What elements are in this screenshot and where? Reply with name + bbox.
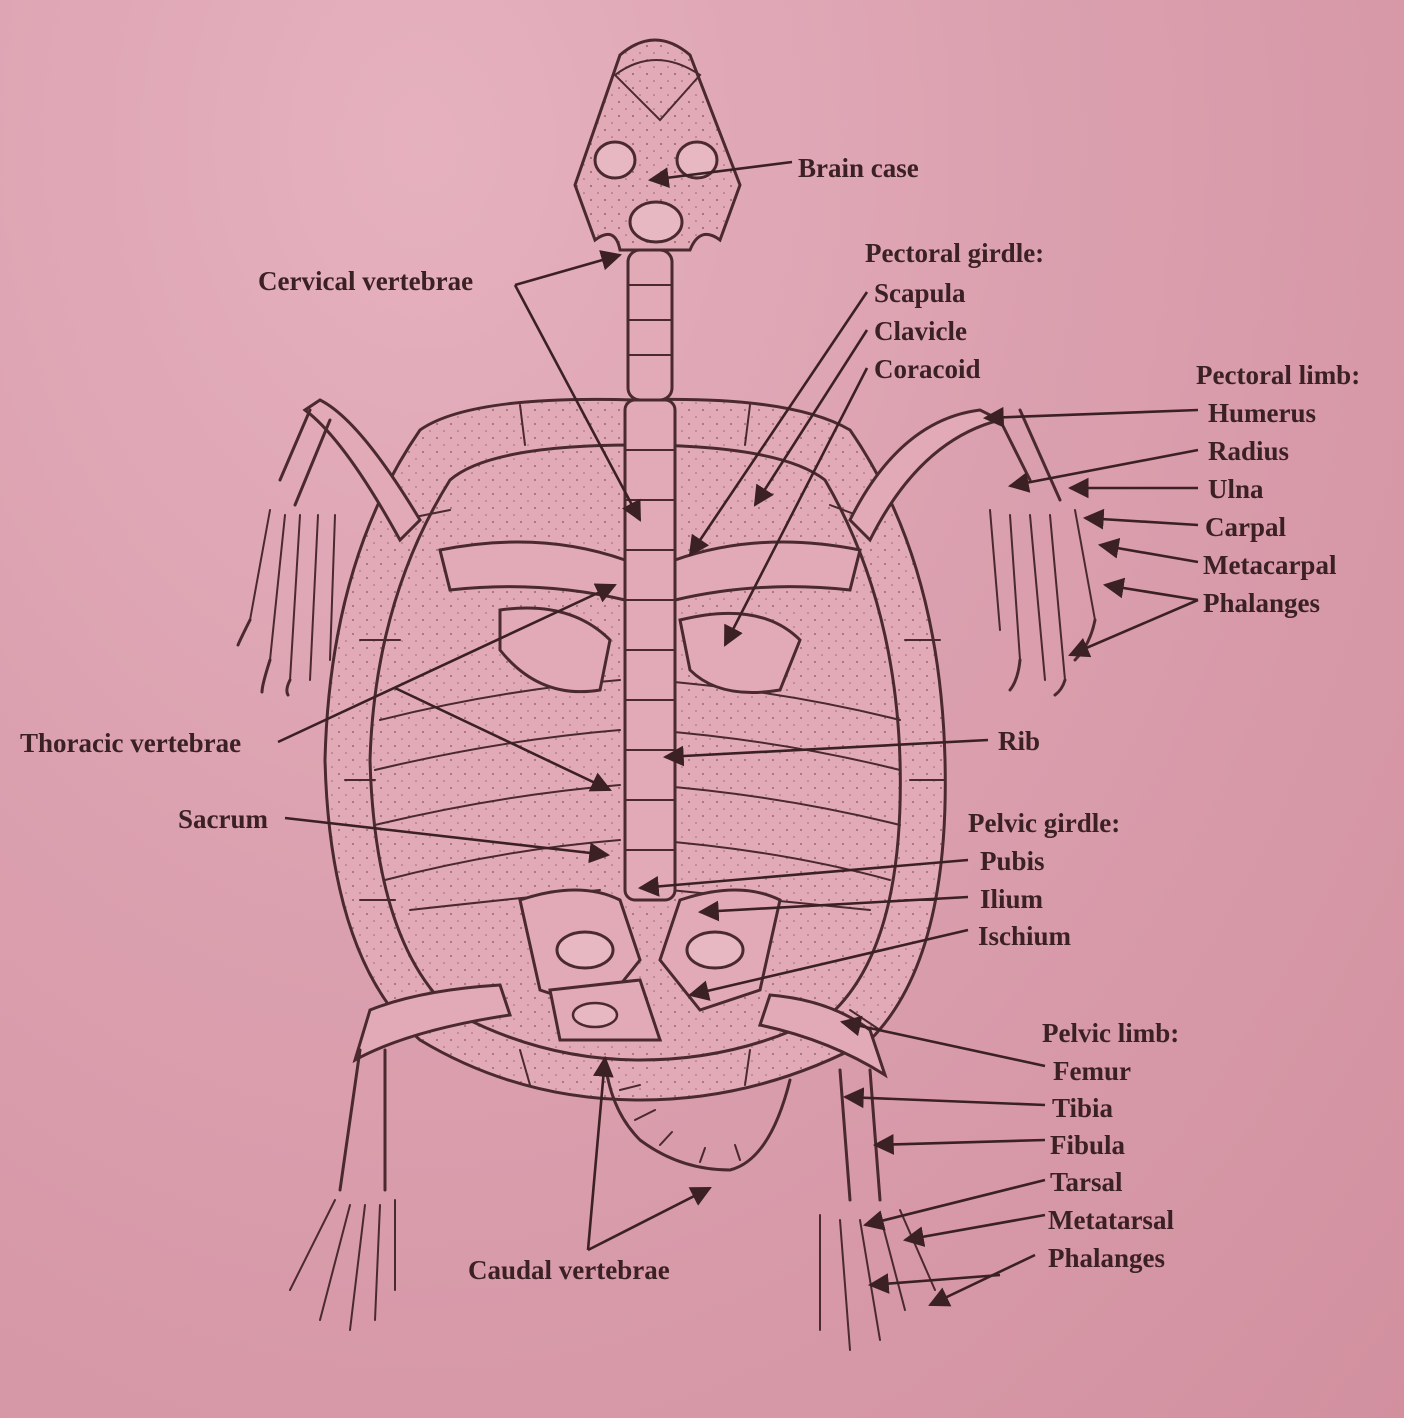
label-radius: Radius <box>1208 436 1290 466</box>
label-ilium: Ilium <box>980 884 1044 914</box>
label-caudal-vertebrae: Caudal vertebrae <box>468 1255 670 1285</box>
label-tarsal: Tarsal <box>1050 1167 1123 1197</box>
label-rib: Rib <box>998 726 1041 756</box>
left-forelimb <box>236 398 422 697</box>
left-hindlimb <box>289 983 512 1331</box>
callout-arrows <box>277 160 1199 1307</box>
label-brain-case: Brain case <box>798 153 919 183</box>
label-fibula: Fibula <box>1050 1130 1126 1160</box>
label-clavicle: Clavicle <box>874 316 967 346</box>
vertebral-column <box>603 248 792 1172</box>
label-carpal: Carpal <box>1205 512 1286 542</box>
label-metacarpal: Metacarpal <box>1203 550 1337 580</box>
label-metatarsal: Metatarsal <box>1048 1205 1174 1235</box>
label-coracoid: Coracoid <box>874 354 981 384</box>
skull <box>573 38 742 252</box>
label-cervical-vertebrae: Cervical vertebrae <box>258 266 474 296</box>
pelvic-girdle <box>518 888 782 1042</box>
label-femur: Femur <box>1053 1056 1131 1086</box>
label-pubis: Pubis <box>980 846 1045 876</box>
label-humerus: Humerus <box>1208 398 1316 428</box>
label-pectoral-girdle: Pectoral girdle: <box>865 238 1045 268</box>
label-thoracic-vertebrae: Thoracic vertebrae <box>20 728 242 758</box>
pectoral-girdle <box>438 540 862 694</box>
label-pectoral-limb: Pectoral limb: <box>1196 360 1361 390</box>
label-tibia: Tibia <box>1052 1093 1114 1123</box>
label-phalanges-fore: Phalanges <box>1203 588 1321 618</box>
label-ischium: Ischium <box>978 921 1072 951</box>
label-scapula: Scapula <box>874 278 966 308</box>
label-ulna: Ulna <box>1208 474 1264 504</box>
label-phalanges-hind: Phalanges <box>1048 1243 1166 1273</box>
label-pelvic-limb: Pelvic limb: <box>1042 1018 1180 1048</box>
label-sacrum: Sacrum <box>178 804 268 834</box>
label-pelvic-girdle: Pelvic girdle: <box>968 808 1121 838</box>
